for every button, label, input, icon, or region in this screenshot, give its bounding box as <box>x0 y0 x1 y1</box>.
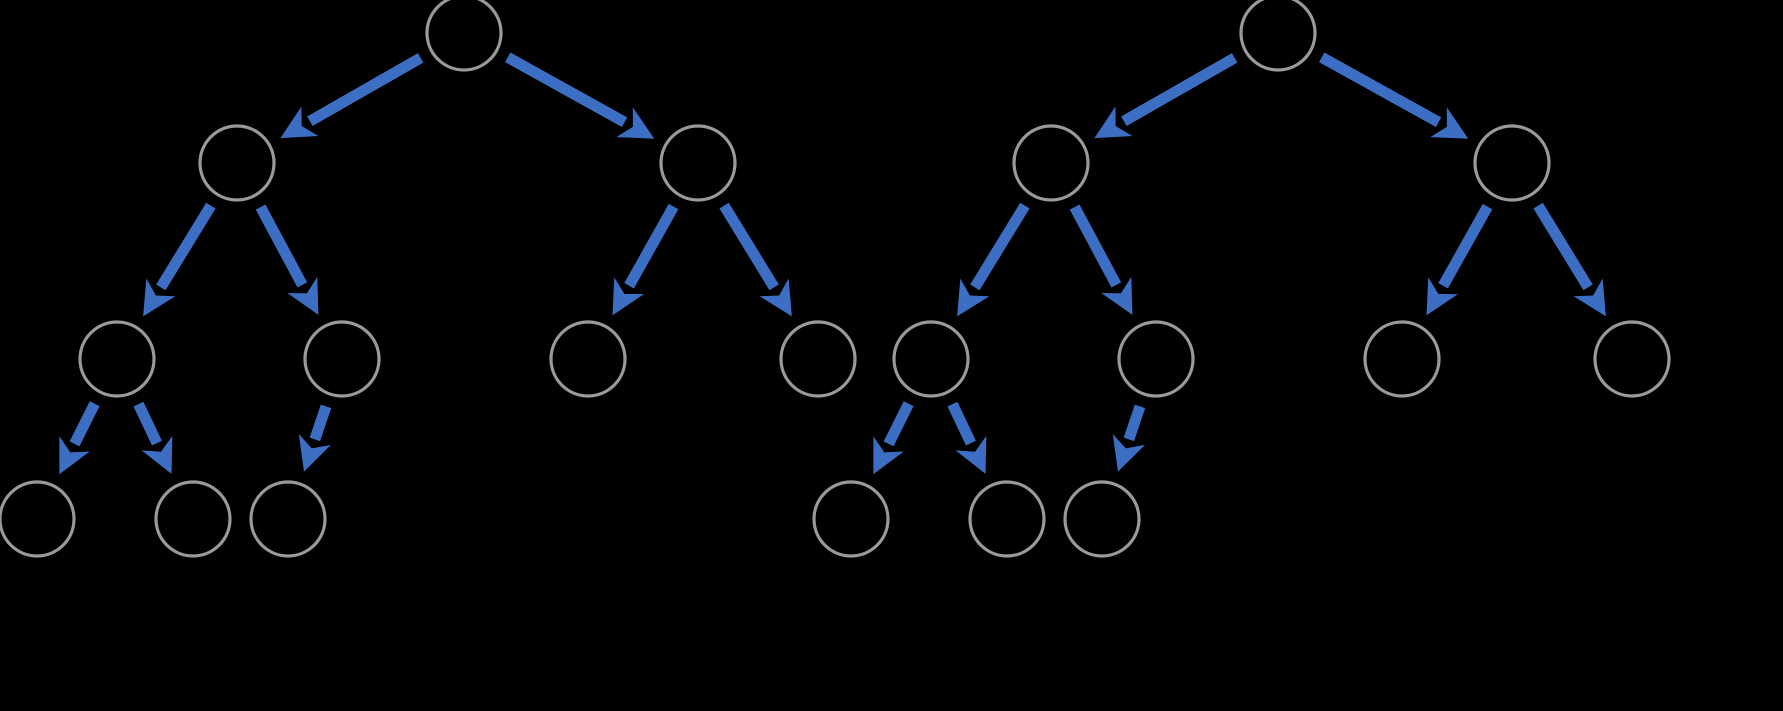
node-circle[interactable] <box>968 480 1046 558</box>
tree-node[interactable] <box>1593 320 1671 398</box>
node-circle[interactable] <box>1593 320 1671 398</box>
edge-arrowhead-icon <box>1094 106 1133 139</box>
edge-shaft <box>307 53 424 127</box>
edge-shaft <box>255 204 308 288</box>
edge-shaft <box>719 202 779 291</box>
node-circle[interactable] <box>78 320 156 398</box>
edge-shaft <box>1069 204 1122 288</box>
tree-node[interactable] <box>1063 480 1141 558</box>
edge-shaft <box>505 52 628 128</box>
tree-node[interactable] <box>1363 320 1441 398</box>
node-circle[interactable] <box>659 124 737 202</box>
tree-node[interactable] <box>1012 124 1090 202</box>
node-circle[interactable] <box>154 480 232 558</box>
edge-shaft <box>1533 202 1593 291</box>
nodes-layer <box>0 0 1671 558</box>
tree-node[interactable] <box>303 320 381 398</box>
tree-edge <box>255 204 319 315</box>
tree-edge <box>873 401 914 475</box>
edge-shaft <box>1121 53 1238 127</box>
edge-arrowhead-icon <box>143 278 176 317</box>
tree-edge <box>59 401 100 475</box>
node-circle[interactable] <box>303 320 381 398</box>
node-circle[interactable] <box>812 480 890 558</box>
node-circle[interactable] <box>779 320 857 398</box>
tree-edge <box>1094 53 1238 139</box>
edge-arrowhead-icon <box>1426 277 1458 316</box>
edges-layer <box>59 52 1606 475</box>
tree-node[interactable] <box>1239 0 1317 72</box>
node-circle[interactable] <box>1012 124 1090 202</box>
tree-node[interactable] <box>0 480 76 558</box>
tree-edge <box>719 202 792 317</box>
node-circle[interactable] <box>549 320 627 398</box>
tree-node[interactable] <box>812 480 890 558</box>
tree-edge <box>1069 204 1133 315</box>
tree-node[interactable] <box>779 320 857 398</box>
edge-shaft <box>1123 404 1146 442</box>
node-circle[interactable] <box>892 320 970 398</box>
tree-node[interactable] <box>198 124 276 202</box>
tree-edge <box>1319 52 1469 139</box>
tree-node[interactable] <box>968 480 1046 558</box>
tree-edge <box>947 401 987 474</box>
node-circle[interactable] <box>249 480 327 558</box>
edge-shaft <box>156 202 216 291</box>
edge-arrowhead-icon <box>1573 278 1606 317</box>
edge-arrowhead-icon <box>298 433 331 472</box>
edge-arrowhead-icon <box>873 436 904 475</box>
node-circle[interactable] <box>1239 0 1317 72</box>
tree-node[interactable] <box>892 320 970 398</box>
edge-arrowhead-icon <box>141 435 173 474</box>
tree-node[interactable] <box>1473 124 1551 202</box>
node-circle[interactable] <box>1063 480 1141 558</box>
edge-shaft <box>1319 52 1442 128</box>
tree-node[interactable] <box>1117 320 1195 398</box>
edge-shaft <box>947 401 976 446</box>
tree-node[interactable] <box>78 320 156 398</box>
tree-edge <box>143 202 216 317</box>
edge-arrowhead-icon <box>616 107 655 139</box>
edge-arrowhead-icon <box>612 277 644 316</box>
tree-node[interactable] <box>249 480 327 558</box>
tree-node[interactable] <box>659 124 737 202</box>
edge-arrowhead-icon <box>759 278 792 317</box>
edge-shaft <box>309 404 332 442</box>
edge-arrowhead-icon <box>1101 276 1133 315</box>
edge-arrowhead-icon <box>287 276 319 315</box>
node-circle[interactable] <box>1473 124 1551 202</box>
edge-arrowhead-icon <box>1112 433 1145 472</box>
node-circle[interactable] <box>198 124 276 202</box>
edge-shaft <box>883 401 914 447</box>
tree-node[interactable] <box>425 0 503 72</box>
edge-shaft <box>1438 203 1493 289</box>
edge-arrowhead-icon <box>59 436 90 475</box>
edge-arrowhead-icon <box>1430 107 1469 139</box>
edge-arrowhead-icon <box>957 278 990 317</box>
tree-node[interactable] <box>549 320 627 398</box>
tree-edge <box>1533 202 1606 317</box>
node-circle[interactable] <box>425 0 503 72</box>
tree-edge <box>957 202 1030 317</box>
edge-arrowhead-icon <box>955 435 987 474</box>
tree-edge <box>280 53 424 139</box>
edge-shaft <box>133 401 162 446</box>
tree-edge <box>1426 203 1493 316</box>
tree-edge <box>505 52 655 139</box>
tree-edge <box>612 203 679 316</box>
edge-arrowhead-icon <box>280 106 319 139</box>
tree-edge <box>298 404 332 472</box>
edge-shaft <box>69 401 100 447</box>
node-circle[interactable] <box>0 480 76 558</box>
tree-edge <box>133 401 173 474</box>
edge-shaft <box>624 203 679 289</box>
node-circle[interactable] <box>1117 320 1195 398</box>
tree-edge <box>1112 404 1146 472</box>
tree-node[interactable] <box>154 480 232 558</box>
node-circle[interactable] <box>1363 320 1441 398</box>
edge-shaft <box>970 202 1030 291</box>
